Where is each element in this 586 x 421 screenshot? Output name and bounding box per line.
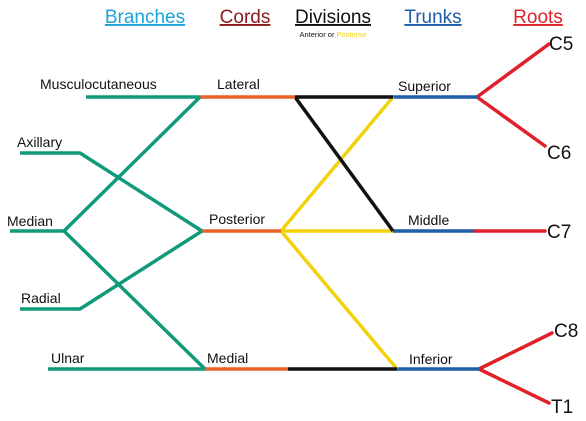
header-roots: Roots (513, 7, 563, 28)
posterior-division-superior (279, 95, 395, 233)
label-c7: C7 (547, 222, 571, 243)
divisions-legend: Anterior or Posterior (299, 30, 367, 39)
column-headers: Branches Cords Divisions Trunks Roots An… (105, 7, 563, 39)
branch-line-axillary (20, 151, 203, 233)
root-lines (472, 42, 554, 405)
branch-line-medial-to-median (62, 229, 207, 371)
header-branches: Branches (105, 7, 185, 28)
trunk-lines (393, 95, 479, 371)
anterior-division-lines (288, 95, 397, 371)
root-line-c8 (477, 331, 554, 371)
branch-lines (10, 95, 207, 371)
root-labels: C5 C6 C7 C8 T1 (547, 34, 578, 418)
label-t1: T1 (551, 397, 573, 418)
label-axillary: Axillary (17, 134, 62, 150)
cord-lines (200, 95, 295, 371)
root-line-c6 (475, 95, 547, 148)
label-middle: Middle (408, 212, 449, 228)
header-divisions: Divisions (295, 7, 371, 28)
label-medial: Medial (207, 350, 248, 366)
label-c6: C6 (547, 143, 571, 164)
branch-line-radial (20, 229, 203, 311)
header-cords: Cords (220, 7, 271, 28)
anterior-division-middle (293, 95, 395, 233)
label-posterior: Posterior (209, 211, 265, 227)
label-ulnar: Ulnar (51, 350, 85, 366)
label-c8: C8 (554, 321, 578, 342)
label-lateral: Lateral (217, 76, 260, 92)
branch-labels: Musculocutaneous Axillary Median Radial … (7, 76, 157, 366)
trunk-labels: Superior Middle Inferior (398, 78, 453, 367)
root-line-c5 (475, 42, 551, 99)
legend-anterior: Anterior (299, 30, 326, 39)
cord-labels: Lateral Posterior Medial (207, 76, 265, 366)
root-line-t1 (477, 367, 551, 405)
label-musculocutaneous: Musculocutaneous (40, 76, 157, 92)
legend-or: or (326, 30, 337, 39)
branch-line-lateral-to-median (62, 95, 202, 233)
label-median: Median (7, 213, 53, 229)
label-c5: C5 (549, 34, 573, 55)
label-superior: Superior (398, 78, 451, 94)
legend-posterior: Posterior (337, 30, 368, 39)
label-inferior: Inferior (409, 351, 453, 367)
posterior-division-lines (279, 95, 399, 371)
posterior-division-inferior (279, 229, 399, 371)
label-radial: Radial (21, 290, 61, 306)
header-trunks: Trunks (404, 7, 461, 28)
